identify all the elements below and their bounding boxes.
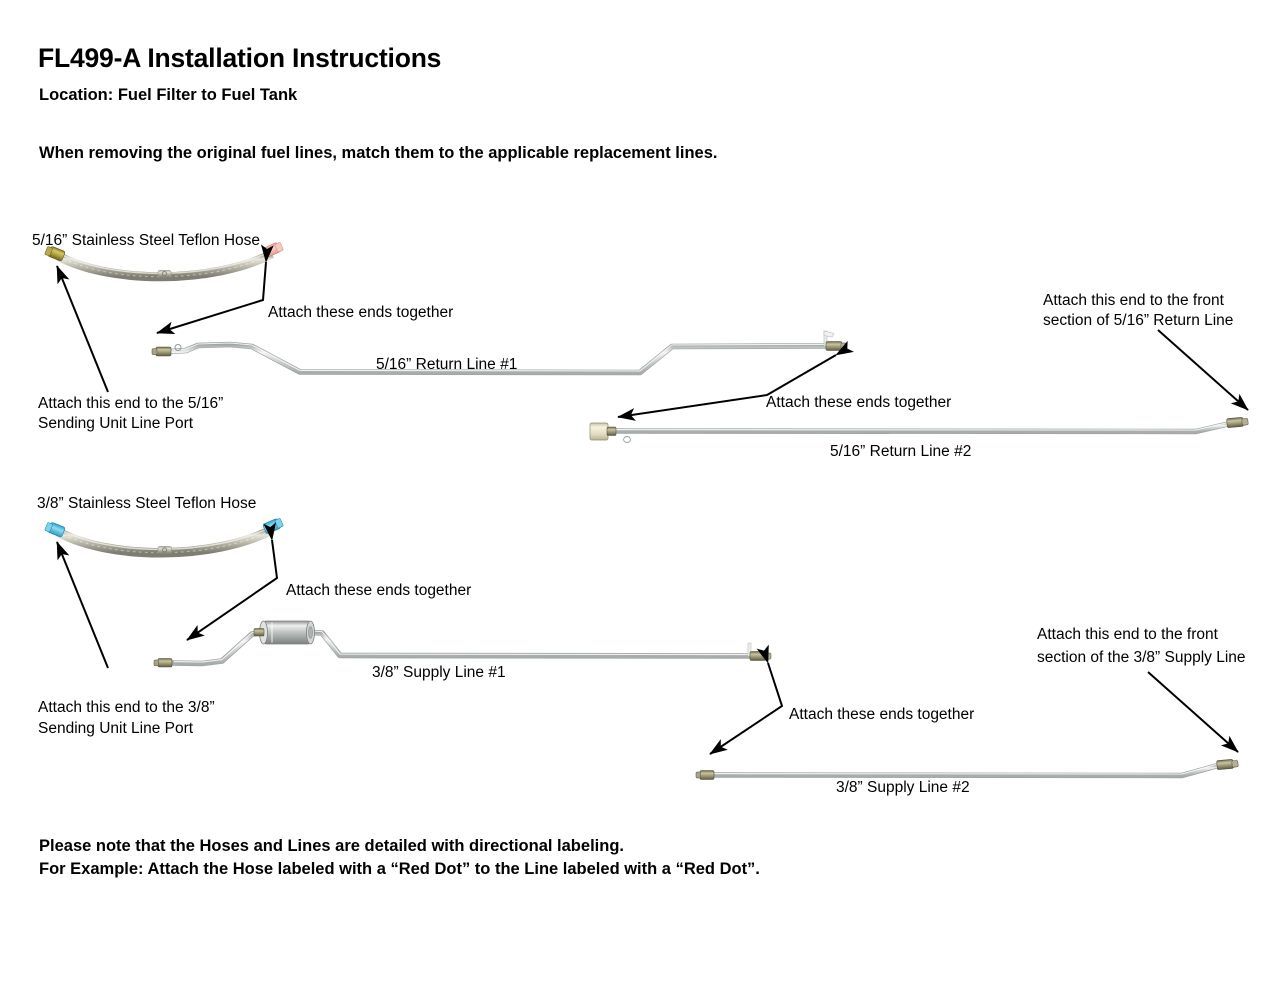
arrow-front-section-return-line <box>1157 329 1249 411</box>
label-return-line-2: 5/16” Return Line #2 <box>830 443 972 460</box>
annotation-front-section-supply-line1: Attach this end to the front <box>1037 626 1218 643</box>
intro-instruction: When removing the original fuel lines, m… <box>39 144 718 162</box>
note-red-dot-example: For Example: Attach the Hose labeled wit… <box>39 860 760 878</box>
hose-38-title: 3/8” Stainless Steel Teflon Hose <box>37 495 257 512</box>
label-return-line-1: 5/16” Return Line #1 <box>376 356 518 373</box>
supply-line-2-left-fitting <box>695 770 715 780</box>
arrow-hose38-sending-unit <box>56 541 109 669</box>
return-line-2 <box>589 417 1249 443</box>
arrow-attach-ends-38-lower <box>709 644 784 755</box>
return-line-2-left-fitting <box>589 422 631 443</box>
hose-38-mid-ferrule <box>157 546 172 554</box>
supply-line-2-right-fitting <box>1216 759 1239 770</box>
annotation-attach-ends-38-lower: Attach these ends together <box>789 706 975 723</box>
supply-line-1 <box>153 620 772 668</box>
arrow-attach-ends-516-upper <box>156 244 274 334</box>
arrow-front-section-supply-line <box>1147 671 1239 753</box>
label-supply-line-1: 3/8” Supply Line #1 <box>372 664 506 681</box>
annotation-sending-unit-38-line2: Sending Unit Line Port <box>38 720 194 737</box>
hose-516-right-fitting-red-dot <box>262 242 284 258</box>
supply-line-1-left-fitting <box>153 658 173 668</box>
label-supply-line-2: 3/8” Supply Line #2 <box>836 779 970 796</box>
page-title: FL499-A Installation Instructions <box>38 43 442 73</box>
note-directional-labeling: Please note that the Hoses and Lines are… <box>39 837 624 855</box>
hose-516-mid-ferrule <box>157 270 172 278</box>
hose-516-title: 5/16” Stainless Steel Teflon Hose <box>32 232 261 249</box>
annotation-attach-ends-516-lower: Attach these ends together <box>766 394 952 411</box>
annotation-attach-ends-38-upper: Attach these ends together <box>286 582 472 599</box>
annotation-front-section-supply-line2: section of the 3/8” Supply Line <box>1037 649 1246 666</box>
return-line-1-left-fitting <box>151 344 182 357</box>
hose-38-right-fitting-blue-dot <box>262 518 284 534</box>
annotation-sending-unit-38-line1: Attach this end to the 3/8” <box>38 699 215 716</box>
annotation-front-section-return-line2: section of 5/16” Return Line <box>1043 312 1234 329</box>
annotation-front-section-return-line1: Attach this end to the front <box>1043 292 1224 309</box>
inline-fuel-filter <box>253 620 315 645</box>
annotation-attach-ends-516-upper: Attach these ends together <box>268 304 454 321</box>
location-subtitle: Location: Fuel Filter to Fuel Tank <box>39 86 298 104</box>
hose-38-assembly <box>44 518 284 558</box>
supply-line-2 <box>695 759 1239 780</box>
annotation-sending-unit-516-line1: Attach this end to the 5/16” <box>38 395 224 412</box>
annotation-sending-unit-516-line2: Sending Unit Line Port <box>38 415 194 432</box>
arrow-attach-ends-38-upper <box>186 522 279 641</box>
return-line-1-right-fitting <box>823 330 848 351</box>
return-line-2-right-fitting <box>1226 417 1249 428</box>
arrow-hose516-sending-unit <box>56 265 109 393</box>
supply-line-1-right-fitting <box>747 642 772 661</box>
hose-38-left-fitting-blue-dot <box>44 522 66 538</box>
